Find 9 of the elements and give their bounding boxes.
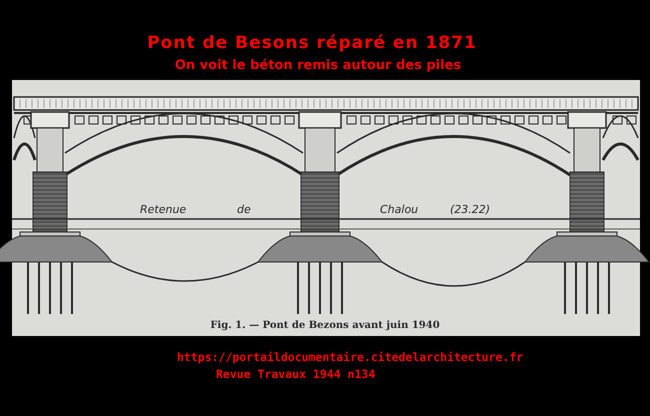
source-url: https://portaildocumentaire.citedelarchitecture.fr <box>177 351 524 364</box>
annotation: de <box>237 204 251 216</box>
subtitle: On voit le béton remis autour des piles <box>174 59 462 74</box>
figure-caption: Fig. 1. — Pont de Bezons avant juin 1940 <box>210 320 440 331</box>
title: Pont de Besons réparé en 1871 <box>147 33 477 53</box>
annotation: Retenue <box>140 204 186 216</box>
citation: Revue Travaux 1944 n134 <box>216 368 376 381</box>
annotation: Chalou <box>380 204 418 216</box>
annotation: (23.22) <box>450 204 490 216</box>
